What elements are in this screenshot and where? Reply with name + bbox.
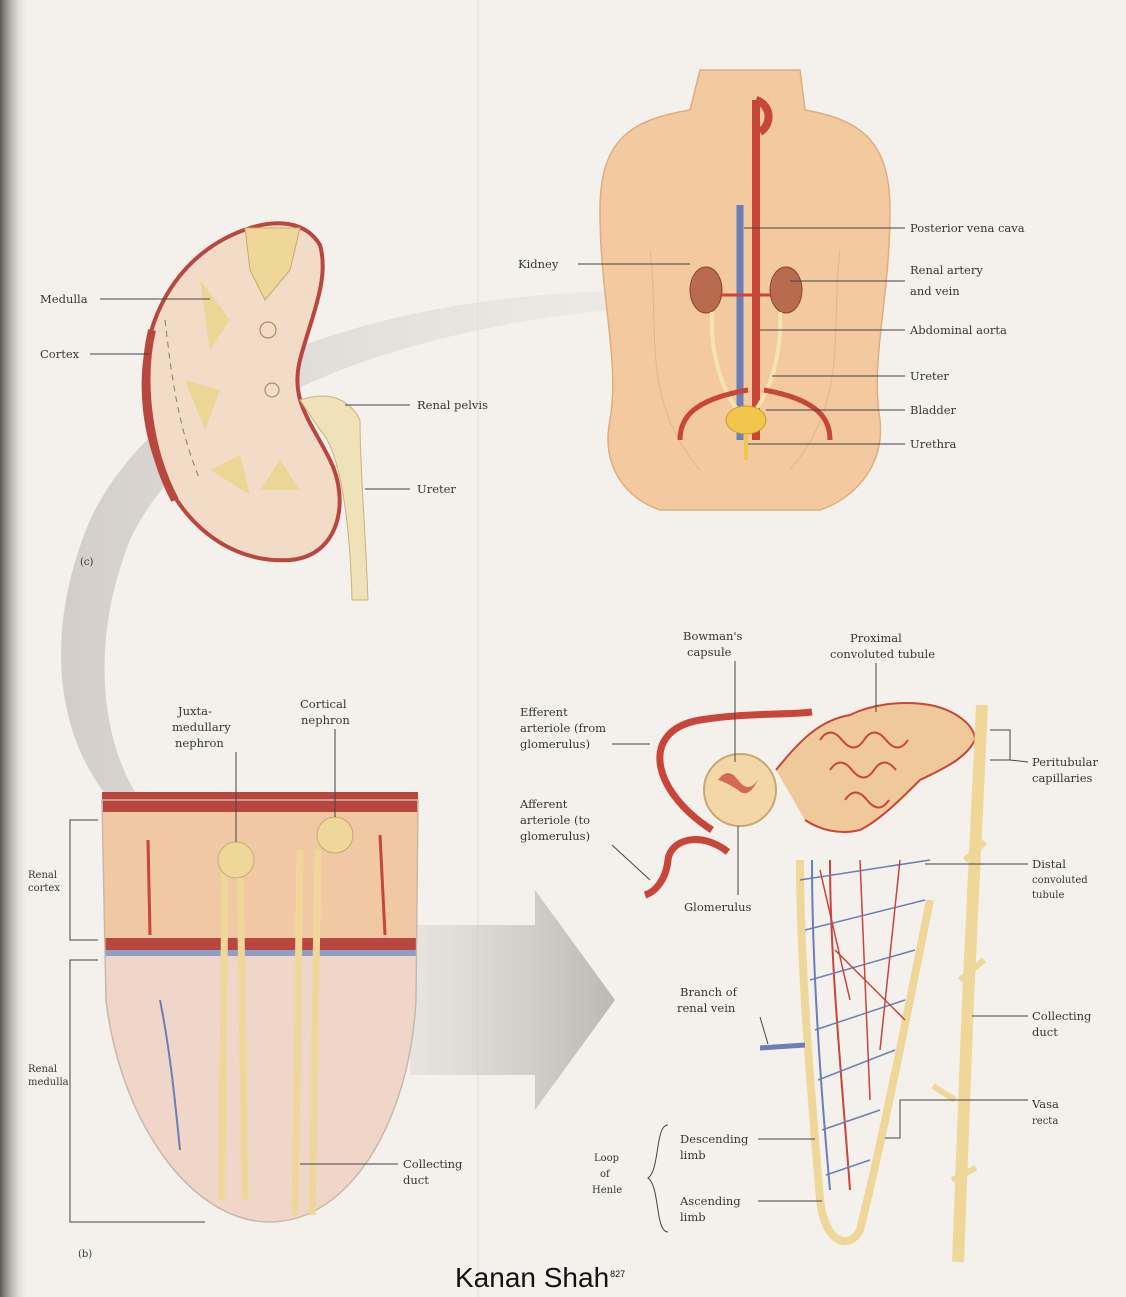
torso-left-kidney xyxy=(690,267,722,313)
label-detail-collecting-1: Collecting xyxy=(1032,1009,1092,1023)
label-vasa-recta-1: Vasa xyxy=(1031,1097,1059,1111)
label-afferent-1: Afferent xyxy=(519,797,568,811)
author-name: Kanan Shah xyxy=(455,1262,609,1293)
label-afferent-2: arteriole (to xyxy=(520,813,590,827)
label-abdominal-aorta: Abdominal aorta xyxy=(909,323,1007,337)
label-renal-artery: Renal artery xyxy=(910,263,983,277)
label-ascending-1: Ascending xyxy=(679,1194,741,1208)
wedge-boundary-blue xyxy=(100,950,420,956)
label-glomerulus: Glomerulus xyxy=(684,900,751,914)
label-renal-cortex-2: cortex xyxy=(28,883,60,894)
label-peritubular-2: capillaries xyxy=(1032,771,1093,785)
label-juxtamedullary-1: Juxta- xyxy=(177,704,212,718)
label-juxtamedullary-2: medullary xyxy=(172,720,231,734)
label-cortex: Cortex xyxy=(40,347,80,361)
label-distal-tubule-2: convoluted xyxy=(1032,875,1088,886)
label-branch-renal-vein-2: renal vein xyxy=(677,1001,736,1015)
label-efferent-3: glomerulus) xyxy=(520,737,590,751)
label-kidney-ureter: Ureter xyxy=(417,482,456,496)
label-proximal-tubule-2: convoluted tubule xyxy=(830,647,935,661)
label-loop-2: of xyxy=(600,1169,611,1180)
wedge-cortical-glomerulus xyxy=(317,817,353,853)
torso-right-kidney xyxy=(770,267,802,313)
label-ascending-2: limb xyxy=(680,1210,706,1224)
label-peritubular-1: Peritubular xyxy=(1032,755,1099,769)
label-bowmans-capsule-2: capsule xyxy=(687,645,732,659)
label-branch-renal-vein-1: Branch of xyxy=(680,985,738,999)
label-renal-cortex-1: Renal xyxy=(28,870,57,881)
branch-of-renal-vein xyxy=(760,1045,805,1048)
label-distal-tubule-1: Distal xyxy=(1032,857,1066,871)
label-afferent-3: glomerulus) xyxy=(520,829,590,843)
label-torso-ureter: Ureter xyxy=(910,369,949,383)
label-wedge-collecting-2: duct xyxy=(403,1173,429,1187)
page-number: 827 xyxy=(610,1269,625,1279)
label-renal-medulla-1: Renal xyxy=(28,1064,57,1075)
label-renal-medulla-2: medulla xyxy=(28,1077,69,1088)
label-renal-pelvis: Renal pelvis xyxy=(417,398,488,412)
label-detail-collecting-2: duct xyxy=(1032,1025,1058,1039)
label-descending-1: Descending xyxy=(680,1132,749,1146)
panel-letter-b: (b) xyxy=(78,1249,92,1260)
label-bowmans-capsule-1: Bowman's xyxy=(683,629,743,643)
wedge-juxtamedullary-glomerulus xyxy=(218,842,254,878)
label-wedge-collecting-1: Collecting xyxy=(403,1157,463,1171)
label-proximal-tubule-1: Proximal xyxy=(850,631,902,645)
label-loop-1: Loop xyxy=(594,1153,619,1164)
label-descending-2: limb xyxy=(680,1148,706,1162)
label-bladder: Bladder xyxy=(910,403,957,417)
label-renal-vein: and vein xyxy=(910,284,960,298)
wedge-capsule xyxy=(102,792,418,812)
label-cortical-2: nephron xyxy=(301,713,350,727)
binding-shadow xyxy=(0,0,30,1297)
label-medulla: Medulla xyxy=(40,292,88,306)
torso-bladder xyxy=(726,406,766,434)
label-torso-kidney: Kidney xyxy=(518,257,559,271)
label-efferent-1: Efferent xyxy=(520,705,568,719)
label-urethra: Urethra xyxy=(910,437,957,451)
author-credit: Kanan Shah827 xyxy=(455,1262,625,1294)
label-posterior-vena-cava: Posterior vena cava xyxy=(910,221,1025,235)
label-loop-3: Henle xyxy=(592,1185,622,1196)
label-vasa-recta-2: recta xyxy=(1032,1116,1058,1127)
label-cortical-1: Cortical xyxy=(300,697,347,711)
label-efferent-2: arteriole (from xyxy=(520,721,606,735)
label-distal-tubule-3: tubule xyxy=(1032,890,1064,901)
wedge-boundary-red xyxy=(100,938,420,950)
label-juxtamedullary-3: nephron xyxy=(175,736,224,750)
panel-letter-c: (c) xyxy=(80,557,94,568)
